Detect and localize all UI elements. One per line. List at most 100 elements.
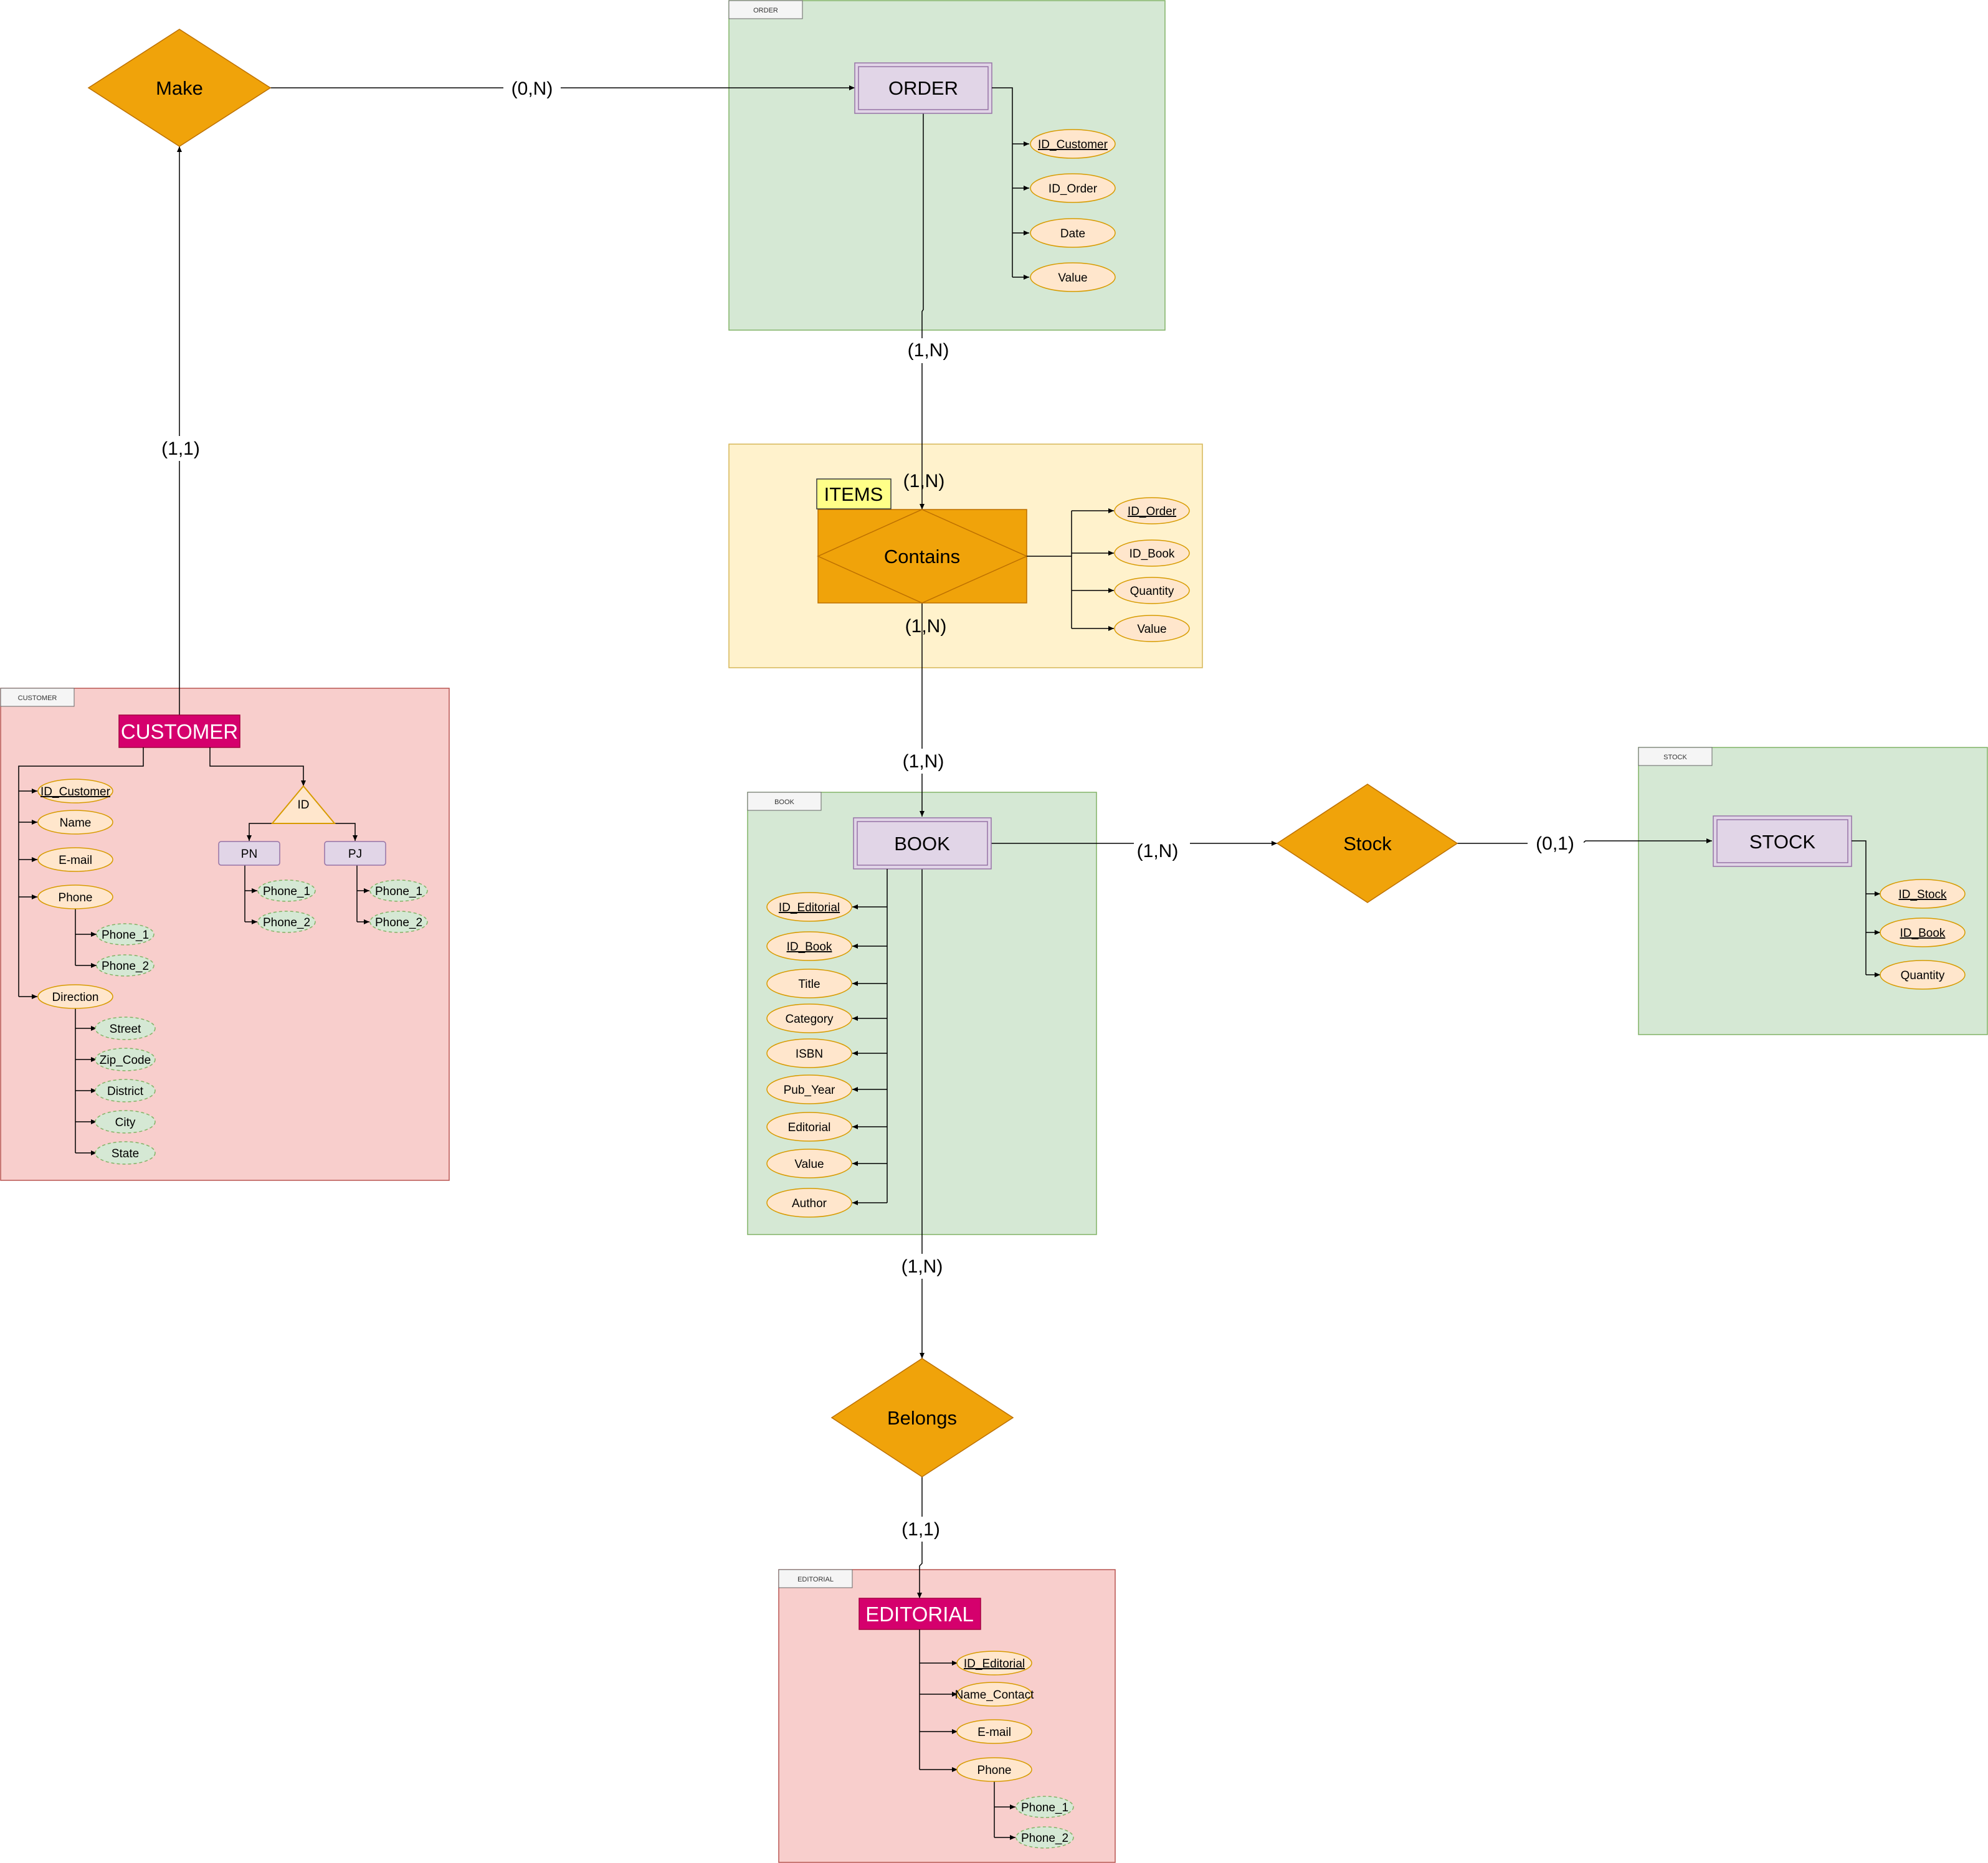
entity-order-label: ORDER xyxy=(888,77,958,99)
cardinality-make-order: (0,N) xyxy=(511,78,553,99)
items-attr-value: Value xyxy=(1114,615,1190,642)
customer-direction-label: Zip_Code xyxy=(100,1054,151,1067)
cardinality-stock-stock: (0,1) xyxy=(1536,833,1574,854)
book-attr-category: Category xyxy=(766,1003,852,1033)
order-attr-label: Date xyxy=(1060,227,1085,240)
cardinality-book-belongs: (1,N) xyxy=(901,1256,943,1277)
relationship-stock: Stock xyxy=(1276,784,1458,903)
customer-phone-phone-2: Phone_2 xyxy=(96,954,155,977)
cardinality-belongs-editorial: (1,1) xyxy=(901,1519,940,1540)
editorial-attr-label: Name_Contact xyxy=(955,1689,1034,1702)
entity-book-label: BOOK xyxy=(894,833,950,855)
order-attr-label: ID_Customer xyxy=(1038,138,1108,151)
order-attr-value: Value xyxy=(1030,262,1116,292)
cardinality-order-contains-top: (1,N) xyxy=(908,340,949,361)
entity-customer-label: CUSTOMER xyxy=(121,720,238,743)
book-attr-label: Pub_Year xyxy=(784,1084,835,1097)
book-attr-label: ID_Book xyxy=(787,941,832,954)
cardinality-contains-book-top: (1,N) xyxy=(905,616,947,637)
customer-phone-label: Phone_2 xyxy=(102,960,149,973)
book-attr-label: Author xyxy=(792,1197,827,1210)
relationship-make-label: Make xyxy=(156,77,203,99)
customer-direction-street: Street xyxy=(95,1017,156,1040)
cardinality-order-contains-bottom: (1,N) xyxy=(903,471,945,491)
customer-id-type-pj: PJ xyxy=(324,841,386,866)
editorial-attr-label: Phone xyxy=(977,1764,1012,1777)
editorial-attr-label: E-mail xyxy=(977,1726,1011,1739)
stock-container-tab: STOCK xyxy=(1663,754,1687,761)
items-attr-label: ID_Book xyxy=(1130,548,1175,561)
book-container-tab: BOOK xyxy=(774,799,794,806)
customer-attr-label: ID_Customer xyxy=(40,785,111,799)
book-attr-label: Title xyxy=(798,978,820,991)
editorial-phone-label: Phone_2 xyxy=(1021,1832,1068,1845)
book-attr-label: Editorial xyxy=(788,1121,831,1134)
items-attr-id-order: ID_Order xyxy=(1114,497,1190,524)
order-attr-id-order: ID_Order xyxy=(1030,173,1116,203)
pj-phone-phone-2: Phone_2 xyxy=(369,911,428,933)
book-attr-id-editorial: ID_Editorial xyxy=(766,892,852,922)
items-label-text: ITEMS xyxy=(824,483,883,505)
items-attr-id-book: ID_Book xyxy=(1114,539,1190,567)
entity-editorial-label: EDITORIAL xyxy=(865,1603,974,1626)
stock-attr-id-stock: ID_Stock xyxy=(1880,879,1966,909)
book-attr-isbn: ISBN xyxy=(766,1038,852,1068)
pj-phone-label: Phone_2 xyxy=(375,916,422,929)
customer-attr-label: Phone xyxy=(59,891,93,904)
customer-attr-label: Name xyxy=(60,817,92,830)
book-attr-label: Value xyxy=(794,1158,824,1171)
customer-direction-state: State xyxy=(95,1141,156,1165)
pn-phone-label: Phone_2 xyxy=(263,916,310,929)
items-attr-quantity: Quantity xyxy=(1114,577,1190,604)
book-attr-pub-year: Pub_Year xyxy=(766,1074,852,1104)
stock-attr-id-book: ID_Book xyxy=(1880,917,1966,947)
customer-attr-name: Name xyxy=(37,810,113,835)
entity-order: ORDER xyxy=(854,62,992,114)
relationship-make: Make xyxy=(87,29,272,147)
items-attr-label: ID_Order xyxy=(1128,505,1177,518)
editorial-attr-e-mail: E-mail xyxy=(956,1719,1032,1744)
editorial-attr-phone: Phone xyxy=(956,1757,1032,1782)
customer-container: CUSTOMER xyxy=(0,688,450,1181)
customer-phone-phone-1: Phone_1 xyxy=(96,923,155,946)
customer-attr-label: E-mail xyxy=(59,854,92,867)
items-attr-label: Quantity xyxy=(1130,585,1174,598)
customer-direction-zip-code: Zip_Code xyxy=(95,1048,156,1071)
pj-phone-phone-1: Phone_1 xyxy=(369,879,428,902)
relationship-contains: Contains xyxy=(817,509,1028,604)
pj-phone-label: Phone_1 xyxy=(375,885,422,898)
editorial-phone-phone-1: Phone_1 xyxy=(1015,1796,1074,1818)
editorial-attr-id-editorial: ID_Editorial xyxy=(956,1651,1032,1676)
stock-attr-label: ID_Stock xyxy=(1898,888,1947,901)
book-attr-id-book: ID_Book xyxy=(766,931,852,961)
customer-direction-label: District xyxy=(107,1085,144,1098)
attribute-nodes: ID_CustomerID_OrderDateValueID_OrderID_B… xyxy=(37,129,1966,1849)
editorial-attr-label: ID_Editorial xyxy=(964,1657,1025,1671)
customer-direction-label: State xyxy=(112,1147,139,1160)
customer-id-specialization: ID xyxy=(270,785,336,824)
order-attr-date: Date xyxy=(1030,218,1116,248)
customer-direction-label: Street xyxy=(110,1023,141,1036)
relationship-contains-label: Contains xyxy=(884,546,960,567)
customer-id-type-label: PN xyxy=(241,848,257,861)
pn-phone-phone-1: Phone_1 xyxy=(257,879,316,902)
relationship-belongs-label: Belongs xyxy=(887,1407,957,1429)
pn-phone-label: Phone_1 xyxy=(263,885,310,898)
editorial-phone-label: Phone_1 xyxy=(1021,1801,1068,1814)
order-container-tab: ORDER xyxy=(753,7,778,14)
order-attr-id-customer: ID_Customer xyxy=(1030,129,1116,159)
book-attr-label: Category xyxy=(785,1013,834,1026)
stock-attr-label: Quantity xyxy=(1901,969,1945,982)
book-attr-author: Author xyxy=(766,1188,852,1218)
customer-attr-label: Direction xyxy=(52,991,99,1004)
editorial-phone-phone-2: Phone_2 xyxy=(1015,1826,1074,1849)
customer-phone-label: Phone_1 xyxy=(102,929,149,942)
cardinality-contains-book-bottom: (1,N) xyxy=(903,751,944,772)
editorial-container-tab: EDITORIAL xyxy=(797,1576,834,1583)
entity-book: BOOK xyxy=(853,817,992,870)
order-container: ORDER xyxy=(728,0,1166,331)
entity-editorial: EDITORIAL xyxy=(858,1598,981,1630)
items-attr-label: Value xyxy=(1137,623,1166,636)
